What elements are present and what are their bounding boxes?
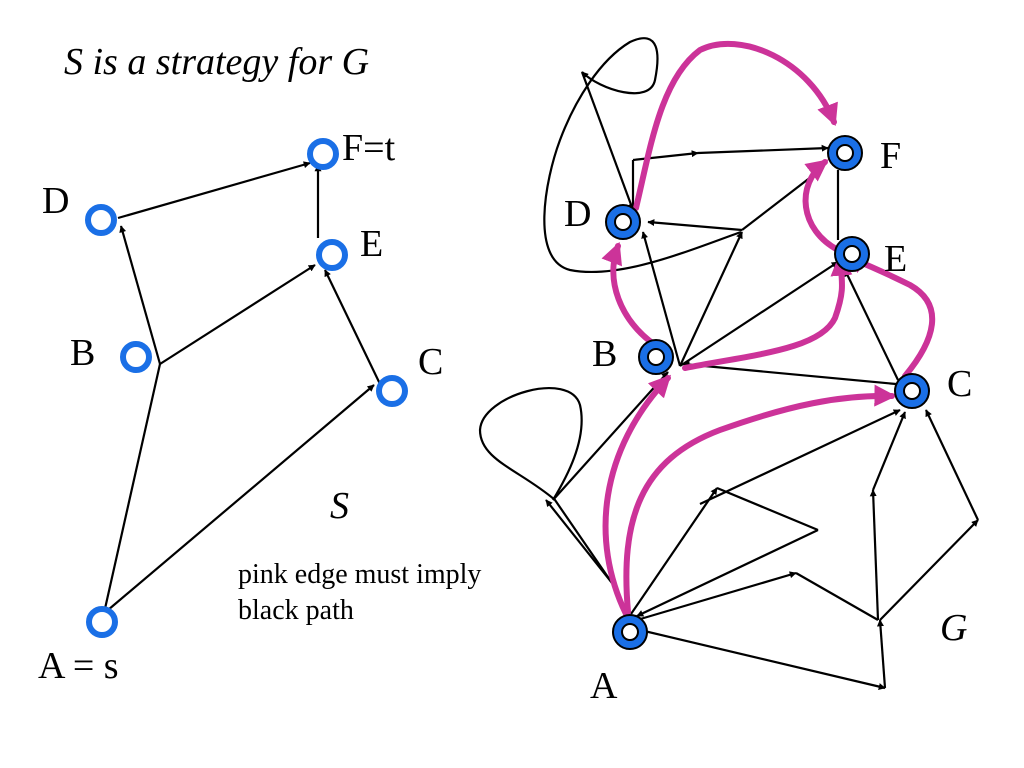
- edge-m1-m2: [716, 486, 819, 532]
- edge-x2-x3: [632, 150, 699, 162]
- node-a-g-inner: [621, 623, 639, 641]
- pink-edge-e-f: [802, 159, 841, 253]
- pink-edge-a-c: [623, 384, 897, 615]
- pink-edge-d-f: [633, 40, 838, 211]
- edge-junction-e: [159, 264, 316, 365]
- label-a-s: A = s: [38, 645, 119, 687]
- edge-a-m1: [630, 487, 718, 615]
- node-c-s: [376, 375, 408, 407]
- graph-label-s: S: [330, 485, 349, 527]
- edge-x1-d: [580, 71, 635, 211]
- label-f-s: F=t: [342, 127, 396, 169]
- edge-c-e: [844, 269, 899, 381]
- edge-c-e: [324, 269, 381, 385]
- edge-group-g: [478, 37, 979, 690]
- edge-junction-d: [119, 225, 162, 365]
- edge-r2-r1: [876, 619, 887, 689]
- edge-loop-top: [543, 37, 742, 274]
- node-a-s: [86, 606, 118, 638]
- label-e-s: E: [360, 223, 383, 265]
- edge-loop-left: [478, 387, 613, 584]
- node-group-g: [605, 135, 930, 650]
- node-e-g-inner: [843, 245, 861, 263]
- label-b-s: B: [70, 332, 95, 374]
- node-f-s: [307, 138, 339, 170]
- edge-d-f: [117, 161, 311, 220]
- edge-r3-c: [871, 411, 907, 491]
- node-f-g-inner: [836, 144, 854, 162]
- note-line-1: pink edge must imply: [238, 559, 481, 590]
- edge-j-d: [641, 231, 682, 367]
- graph-label-g: G: [940, 607, 967, 649]
- node-d-s: [85, 204, 117, 236]
- edge-x4-d: [647, 219, 743, 232]
- node-b-g-inner: [647, 348, 665, 366]
- edge-a-c: [107, 384, 375, 611]
- game-graph-g: A B C D E F G: [478, 37, 979, 707]
- edge-m2-a: [636, 529, 819, 617]
- edge-a-r2: [639, 628, 886, 690]
- note-line-2: black path: [238, 595, 354, 626]
- label-d-s: D: [42, 180, 69, 222]
- label-c-s: C: [418, 341, 443, 383]
- pink-edge-a-b: [602, 374, 672, 617]
- edge-m4-c: [699, 409, 901, 505]
- edge-a-m3: [636, 571, 797, 622]
- edge-r1-r4: [879, 519, 979, 621]
- label-c-g: C: [947, 363, 972, 405]
- label-b-g: B: [592, 333, 617, 375]
- diagram-title: S is a strategy for G: [64, 41, 369, 83]
- edge-c-j: [682, 361, 897, 386]
- edge-group-s: [100, 161, 381, 623]
- node-b-s: [120, 341, 152, 373]
- pink-edge-b-d: [601, 241, 658, 348]
- edge-x3-f: [697, 144, 829, 155]
- pink-edge-b-e: [682, 253, 853, 371]
- node-d-g-inner: [614, 213, 632, 231]
- node-group-s: [85, 138, 408, 638]
- edge-j-e: [679, 261, 839, 367]
- edge-r4-c: [925, 409, 979, 521]
- edge-a-junction: [100, 363, 162, 623]
- label-e-g: E: [884, 238, 907, 280]
- label-a-g: A: [590, 665, 618, 707]
- edge-j-x4: [679, 231, 743, 367]
- strategy-graph-s: A = s B D F=t E C S: [38, 127, 443, 687]
- edge-r1-r3: [869, 489, 880, 621]
- label-f-g: F: [880, 135, 901, 177]
- edge-a-loop: [545, 499, 613, 584]
- edge-m3-r1: [795, 572, 879, 621]
- pink-edge-group: [601, 40, 936, 617]
- label-d-g: D: [564, 193, 591, 235]
- node-e-s: [316, 239, 348, 271]
- node-c-g-inner: [903, 382, 921, 400]
